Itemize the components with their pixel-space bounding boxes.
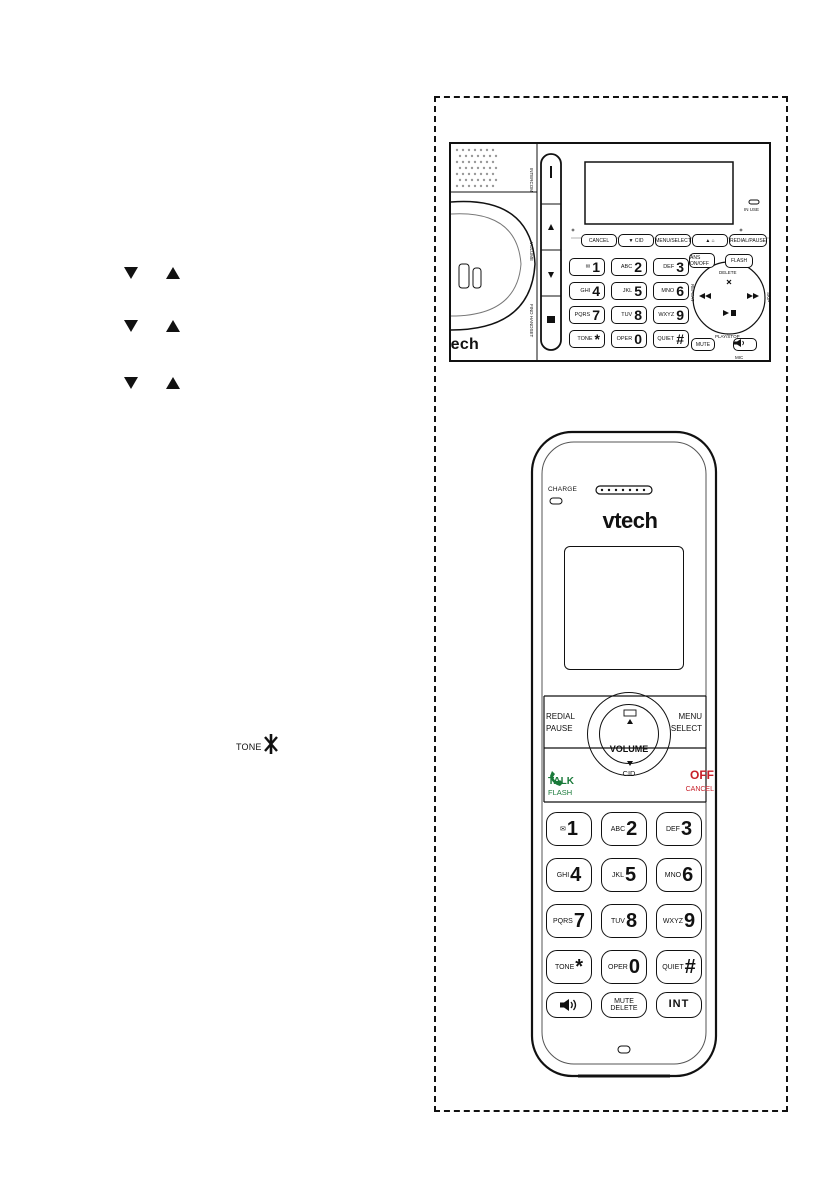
handset-brand-logo: vtech <box>602 508 658 533</box>
handset-mute-delete-button[interactable]: MUTE DELETE <box>601 992 647 1018</box>
off-label: OFF <box>690 768 714 782</box>
handset-key-1[interactable]: ✉1 <box>546 812 592 846</box>
handset-key-star[interactable]: TONE* <box>546 950 592 984</box>
base-cancel-button[interactable]: CANCEL <box>581 234 617 247</box>
select-label: SELECT <box>670 724 702 733</box>
handset-int-button[interactable]: INT <box>656 992 702 1018</box>
find-handset-label: FIND HANDSET <box>529 304 534 338</box>
charge-label: CHARGE <box>548 486 578 493</box>
skip-label: SKIP <box>766 292 771 303</box>
base-menu-select-button[interactable]: MENU/SELECT <box>655 234 691 247</box>
mic-label: MIC <box>735 355 744 360</box>
tone-star-key-glyph: TONE <box>236 733 278 755</box>
speaker-icon <box>560 999 577 1011</box>
base-speaker-button[interactable] <box>733 338 757 351</box>
down-arrow-icon <box>124 320 138 332</box>
down-arrow-icon <box>124 377 138 389</box>
repeat-label: REPEAT <box>690 284 695 302</box>
base-mute-button[interactable]: MUTE <box>691 338 715 351</box>
play-stop-label: PLAY/STOP <box>715 334 740 339</box>
menu-label: MENU <box>678 712 702 721</box>
base-ans-on-off-button[interactable]: ANS ON/OFF <box>689 253 715 268</box>
star-key-icon <box>263 734 278 754</box>
base-cid-button[interactable]: ▼ CID <box>618 234 654 247</box>
nav-center-button[interactable] <box>599 704 659 764</box>
base-unit-illustration: tech INTERCOM VOLUME FIND HANDSET IN USE… <box>449 142 771 362</box>
delete-label: DELETE <box>719 270 737 275</box>
flash-label: FLASH <box>548 788 573 797</box>
pause-label: PAUSE <box>546 724 573 733</box>
figure-frame <box>434 96 788 1112</box>
delete-label: DELETE <box>610 1005 638 1012</box>
handset-speaker-button[interactable] <box>546 992 592 1018</box>
mute-label: MUTE <box>614 997 634 1005</box>
arrow-pair-1 <box>124 263 180 283</box>
base-key-1[interactable]: ✉1 <box>569 258 605 276</box>
volume-label: VOLUME <box>609 744 649 754</box>
nav-ring[interactable] <box>587 692 671 776</box>
cancel-label: CANCEL <box>685 786 714 793</box>
up-arrow-icon <box>166 267 180 279</box>
base-key-hash[interactable]: QUIET# <box>653 330 689 348</box>
down-arrow-icon <box>124 267 138 279</box>
volume-label: VOLUME <box>529 242 534 262</box>
tone-key-label: TONE <box>236 742 262 752</box>
base-flash-button[interactable]: FLASH <box>725 254 753 268</box>
base-unit-body <box>451 144 769 360</box>
cid-label: CID <box>622 769 636 778</box>
speaker-icon <box>734 339 744 347</box>
talk-label: TALK <box>548 776 574 787</box>
intercom-label: INTERCOM <box>529 168 534 192</box>
handset-illustration: CHARGE vtech REDIAL PAUSE MENU SELECT VO… <box>530 430 730 1082</box>
base-redial-pause-button[interactable]: REDIAL/PAUSE <box>729 234 767 247</box>
arrow-pair-3 <box>124 373 180 393</box>
up-arrow-icon <box>166 377 180 389</box>
base-key-star[interactable]: TONE* <box>569 330 605 348</box>
base-brand-logo: tech <box>450 336 480 353</box>
redial-label: REDIAL <box>546 712 575 721</box>
arrow-pair-2 <box>124 316 180 336</box>
up-arrow-icon <box>166 320 180 332</box>
base-up-directory-button[interactable]: ▲ ⌂ <box>692 234 728 247</box>
handset-screen <box>564 546 684 670</box>
handset-key-hash[interactable]: QUIET# <box>656 950 702 984</box>
in-use-label: IN USE <box>744 207 760 212</box>
